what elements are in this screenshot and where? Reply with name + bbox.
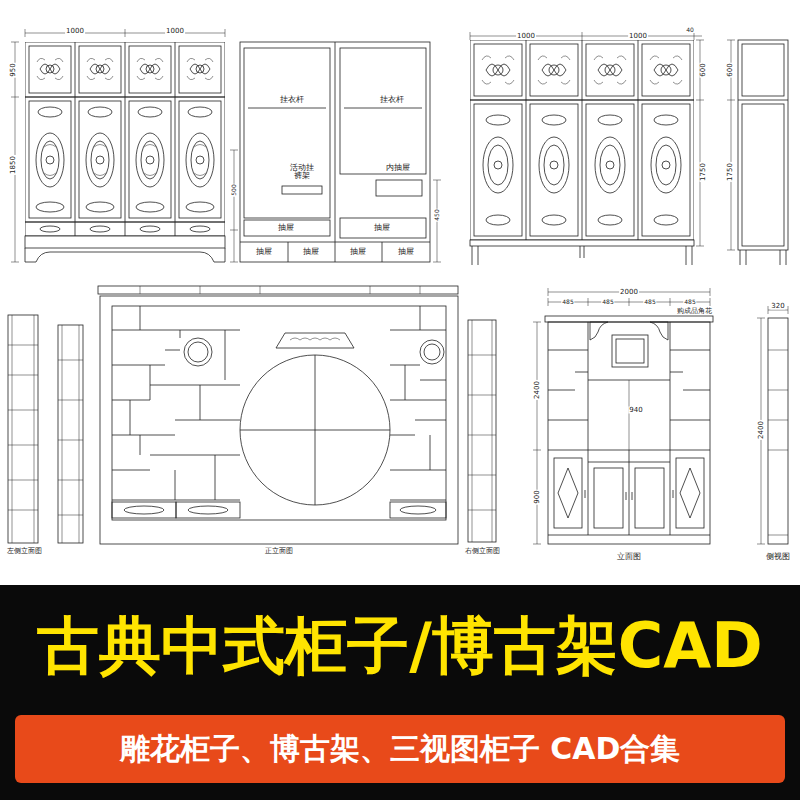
part-label: 抽屉 bbox=[349, 248, 367, 256]
dimension-label: 485 bbox=[683, 299, 696, 305]
dimension-label: 1850 bbox=[10, 155, 17, 175]
dimension-label: 2400 bbox=[534, 380, 541, 400]
moon-gate-curio-shelf bbox=[8, 286, 496, 544]
part-label: 挂衣杆 bbox=[379, 96, 405, 104]
part-label: 抽屉 bbox=[277, 224, 295, 232]
dimension-label: 1000 bbox=[165, 28, 185, 35]
wardrobe-interior bbox=[230, 42, 441, 262]
dimension-label: 600 bbox=[700, 62, 707, 77]
carved-wardrobe-three-view bbox=[470, 32, 788, 265]
part-label: 购成品角花 bbox=[676, 308, 713, 315]
part-label: 抽屉 bbox=[397, 248, 415, 256]
dimension-label: 485 bbox=[601, 299, 614, 305]
dimension-label: 2400 bbox=[758, 420, 765, 440]
dimension-label: 1750 bbox=[727, 162, 734, 182]
part-label: 侧视图 bbox=[765, 553, 791, 561]
text-holder: 古典中式柜子/博古架CAD bbox=[0, 609, 800, 683]
display-cabinet-views bbox=[533, 288, 788, 544]
part-label: 右侧立面图 bbox=[464, 548, 501, 555]
part-label: 左侧立面图 bbox=[6, 548, 43, 555]
dimension-label: 450 bbox=[434, 208, 440, 221]
part-label: 内抽屉 bbox=[385, 164, 411, 172]
dimension-label: 900 bbox=[534, 489, 541, 504]
dimension-label: 500 bbox=[231, 183, 237, 196]
dimension-label: 1000 bbox=[628, 33, 648, 40]
dimension-label: 40 bbox=[685, 27, 695, 33]
dimension-label: 2000 bbox=[619, 289, 639, 296]
part-label: 抽屉 bbox=[255, 248, 273, 256]
carved-wardrobe-front bbox=[11, 29, 225, 262]
title-band: 古典中式柜子/博古架CAD 雕花柜子、博古架、三视图柜子 CAD合集 bbox=[0, 585, 800, 800]
subtitle-band: 雕花柜子、博古架、三视图柜子 CAD合集 bbox=[15, 715, 785, 783]
part-label: 挂衣杆 bbox=[279, 96, 305, 104]
subtitle-text: 雕花柜子、博古架、三视图柜子 CAD合集 bbox=[120, 731, 681, 767]
part-label: 抽屉 bbox=[373, 224, 391, 232]
dimension-label: 1750 bbox=[700, 162, 707, 182]
dimension-label: 1000 bbox=[65, 28, 85, 35]
title-text: 古典中式柜子/博古架CAD bbox=[37, 609, 763, 683]
dimension-label: 1000 bbox=[516, 33, 536, 40]
dimension-label: 485 bbox=[643, 299, 656, 305]
part-label: 抽屉 bbox=[302, 248, 320, 256]
part-label: 正立面图 bbox=[264, 548, 294, 555]
dimension-label: 600 bbox=[727, 62, 734, 77]
part-label: 活动挂裤架 bbox=[289, 164, 316, 180]
part-label: 立面图 bbox=[616, 553, 642, 561]
dimension-label: 485 bbox=[561, 299, 574, 305]
text-holder: 雕花柜子、博古架、三视图柜子 CAD合集 bbox=[15, 731, 785, 767]
dimension-label: 940 bbox=[628, 407, 643, 414]
dimension-label: 950 bbox=[10, 62, 17, 77]
dimension-label: 320 bbox=[770, 303, 785, 310]
